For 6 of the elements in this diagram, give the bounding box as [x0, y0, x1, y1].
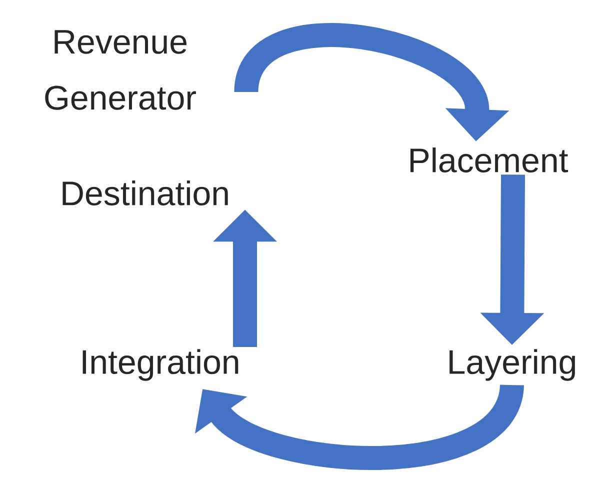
- arrow: [194, 382, 524, 470]
- text-label: Placement: [410, 148, 568, 172]
- text-label: Layering: [450, 349, 575, 381]
- text-label: Integration: [82, 349, 238, 381]
- text-label: Revenue Generator: [45, 30, 196, 110]
- text-label: Destination: [62, 180, 228, 206]
